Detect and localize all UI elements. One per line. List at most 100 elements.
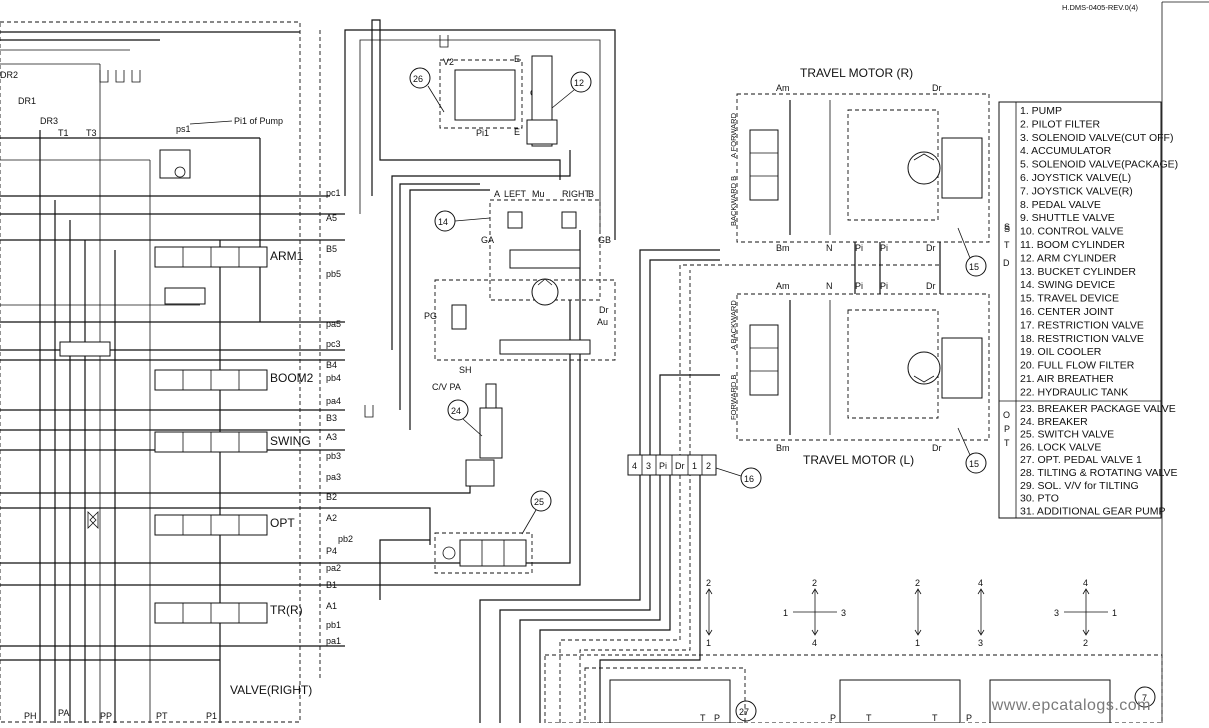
legend-item: 23. BREAKER PACKAGE VALVE [1020, 403, 1176, 415]
legend-item: 13. BUCKET CYLINDER [1020, 266, 1136, 278]
port-label: pa4 [326, 396, 341, 406]
legend-item: 29. SOL. V/V for TILTING [1020, 480, 1139, 492]
legend-item: 21. AIR BREATHER [1020, 373, 1114, 385]
legend-item: 6. JOYSTICK VALVE(L) [1020, 172, 1131, 184]
port-label: PA [58, 708, 69, 718]
travel-motor-right: TRAVEL MOTOR (R) Am Dr Bm N Pi Pi Dr A F… [729, 66, 990, 253]
legend-item: 31. ADDITIONAL GEAR PUMP [1020, 505, 1165, 517]
port-label: pb2 [338, 534, 353, 544]
port-label: pb3 [326, 451, 341, 461]
swing-port-label: Au [597, 317, 608, 327]
svg-text:12: 12 [574, 78, 584, 88]
legend-item: 17. RESTRICTION VALVE [1020, 319, 1144, 331]
opt-label: T [1004, 438, 1010, 448]
port-label: A5 [326, 213, 337, 223]
legend-item: 5. SOLENOID VALVE(PACKAGE) [1020, 159, 1178, 171]
port-label: Pi1 [476, 128, 489, 138]
motor-port-label: Am [776, 83, 790, 93]
swing-port-label: B [588, 189, 594, 199]
joint-port-label: Dr [675, 461, 685, 471]
port-label: pa3 [326, 472, 341, 482]
balloon-14: 14 [434, 210, 491, 232]
motor-side-label: A BACKWARD [729, 300, 738, 350]
balloon-7: 7 [1134, 686, 1156, 708]
valve-section-label: OPT [270, 516, 295, 530]
legend-item: 14. SWING DEVICE [1020, 279, 1115, 291]
swing-port-label: SH [459, 365, 472, 375]
valve-port-labels: pc1 A5 pa5 pc3 pa4 B3 pa3 B2 P4 pa2 B1 p… [326, 188, 341, 646]
pattern-left: 3 [1054, 608, 1059, 618]
balloon-26: 26 [409, 67, 445, 113]
port-label: pb4 [326, 373, 341, 383]
legend-item: 22. HYDRAULIC TANK [1020, 386, 1128, 398]
motor-port-label: Pi [855, 281, 863, 291]
port-label: PP [100, 711, 112, 721]
legend-item: 24. BREAKER [1020, 416, 1088, 428]
center-joint: 4 3 Pi Dr 1 2 [627, 454, 717, 476]
travel-motor-left: TRAVEL MOTOR (L) Am Dr Bm N Pi Pi Dr A B… [729, 281, 990, 467]
port-label: PH [24, 711, 37, 721]
valve-section-swing: SWING A3 pb3 [154, 431, 341, 461]
joystick-pattern: 43 [977, 578, 985, 648]
pattern-top: 2 [915, 578, 920, 588]
legend-item: 2. PILOT FILTER [1020, 118, 1101, 130]
port-label: B5 [326, 244, 337, 254]
motor-port-label: N [826, 281, 833, 291]
pattern-right: 3 [841, 608, 846, 618]
svg-text:25: 25 [534, 497, 544, 507]
svg-text:T: T [932, 713, 938, 723]
std-label: T [1004, 240, 1010, 250]
port-label: A2 [326, 513, 337, 523]
pattern-bottom: 1 [706, 638, 711, 648]
swing-port-label: LEFT [504, 189, 527, 199]
svg-text:P: P [714, 713, 720, 723]
valve-section-opt: OPT A2 pb2 [87, 511, 353, 544]
port-label: P1 [206, 711, 217, 721]
joystick-pattern: 21 [705, 578, 713, 648]
svg-text:T: T [700, 713, 706, 723]
joint-port-label: 3 [646, 461, 651, 471]
port-label: T3 [86, 128, 97, 138]
port-label: A1 [326, 601, 337, 611]
legend-item: 1. PUMP [1020, 105, 1062, 117]
std-label: D [1003, 258, 1010, 268]
pattern-bottom: 3 [978, 638, 983, 648]
legend-item: 19. OIL COOLER [1020, 346, 1102, 358]
switch-valve [434, 532, 533, 574]
balloon-16: 16 [715, 467, 762, 489]
travel-motor-title: TRAVEL MOTOR (R) [800, 66, 913, 80]
valve-section-label: SWING [270, 434, 311, 448]
swing-port-label: RIGHT [562, 189, 591, 199]
balloon-12: 12 [551, 71, 592, 109]
svg-text:15: 15 [969, 262, 979, 272]
joint-port-label: 1 [692, 461, 697, 471]
port-label: ps1 [176, 124, 191, 134]
swing-port-label: Mu [532, 189, 545, 199]
port-label: DR2 [0, 70, 18, 80]
svg-text:26: 26 [413, 74, 423, 84]
port-label: E [514, 54, 520, 64]
port-label: E [514, 127, 520, 137]
port-label: V2 [443, 57, 454, 67]
swing-port-label: GB [598, 235, 611, 245]
valve-sections: ARM1 B5 pb5 BOOM2 B4 pb4 SWING A3 pb3 OP… [59, 244, 353, 697]
legend-item: 15. TRAVEL DEVICE [1020, 293, 1119, 305]
watermark: www.epcatalogs.com [991, 697, 1151, 714]
valve-section-label: BOOM2 [270, 371, 314, 385]
port-label: pb1 [326, 620, 341, 630]
legend-item: 9. SHUTTLE VALVE [1020, 212, 1115, 224]
motor-port-label: Pi [855, 243, 863, 253]
joystick-pattern: 21 [914, 578, 922, 648]
balloon-15-right: 15 [957, 227, 987, 277]
legend-item: 18. RESTRICTION VALVE [1020, 333, 1144, 345]
breaker [465, 383, 503, 487]
port-label: pa5 [326, 319, 341, 329]
svg-text:T: T [866, 713, 872, 723]
motor-port-label: Pi [880, 281, 888, 291]
std-group-label: S [1004, 224, 1010, 234]
motor-port-label: Dr [932, 443, 942, 453]
balloon-24: 24 [447, 399, 483, 437]
